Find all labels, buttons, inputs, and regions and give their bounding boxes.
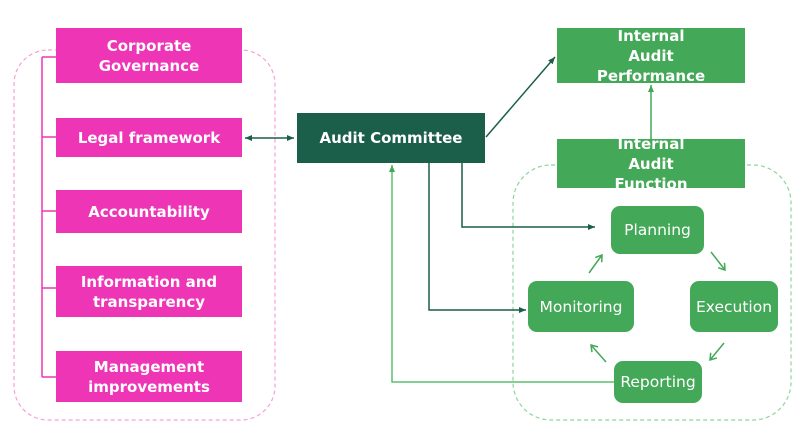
accountability-box: Accountability bbox=[56, 190, 242, 233]
information-transparency-box: Information and transparency bbox=[56, 266, 242, 317]
monitoring-planning-arrow bbox=[588, 253, 603, 274]
planning-box: Planning bbox=[611, 206, 704, 254]
committee-planning-connector bbox=[461, 163, 595, 230]
committee-monitoring-connector bbox=[428, 163, 526, 313]
internal-audit-performance-box: Internal Audit Performance bbox=[557, 27, 745, 85]
monitoring-box: Monitoring bbox=[528, 281, 634, 332]
committee-performance-connector bbox=[485, 56, 556, 138]
legal-framework-box: Legal framework bbox=[56, 118, 242, 157]
reporting-committee-connector bbox=[389, 165, 614, 383]
governance-bracket bbox=[41, 56, 56, 378]
planning-execution-arrow bbox=[710, 251, 726, 272]
management-improvements-box: Management improvements bbox=[56, 351, 242, 402]
audit-committee-box: Audit Committee bbox=[297, 113, 485, 163]
corporate-governance-box: Corporate Governance bbox=[56, 28, 242, 83]
internal-audit-function-box: Internal Audit Function bbox=[557, 135, 745, 193]
reporting-monitoring-arrow bbox=[590, 343, 607, 363]
execution-reporting-arrow bbox=[709, 342, 725, 362]
reporting-box: Reporting bbox=[614, 361, 702, 403]
execution-box: Execution bbox=[690, 281, 778, 332]
